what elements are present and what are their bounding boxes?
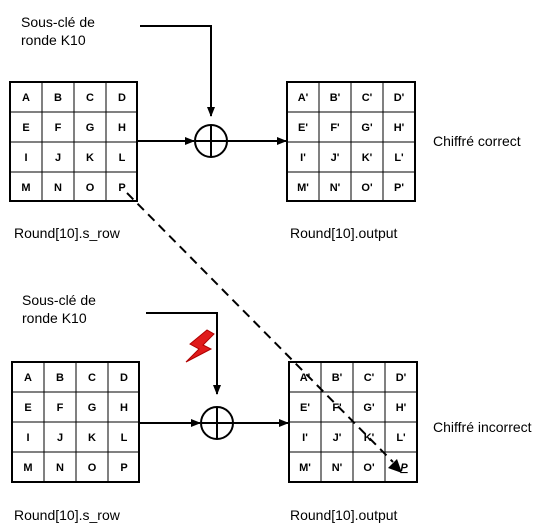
bottom-output-faulty-cell: P bbox=[400, 462, 408, 474]
top-output-cell: B' bbox=[330, 92, 341, 104]
bottom-output-cell: D' bbox=[396, 372, 407, 384]
bottom-output-cell: L' bbox=[396, 432, 406, 444]
top-key-label-line2: ronde K10 bbox=[21, 32, 86, 48]
top-output-grid: A' B' C' D' E' F' G' H' I' J' K' L' M' N… bbox=[286, 81, 416, 202]
top-output-cell: I' bbox=[300, 152, 306, 164]
top-output-cell: P' bbox=[394, 182, 404, 194]
top-key-arrow bbox=[140, 25, 215, 117]
bottom-input-cell: M bbox=[23, 462, 32, 474]
top-output-cell: J' bbox=[331, 152, 340, 164]
bottom-output-cell: A' bbox=[300, 372, 311, 384]
bottom-key-label-line2: ronde K10 bbox=[22, 310, 87, 326]
bottom-output-cell: H' bbox=[396, 402, 407, 414]
bottom-input-cell: O bbox=[88, 462, 97, 474]
top-output-cell: C' bbox=[362, 92, 373, 104]
bottom-result-label: Chiffré incorrect bbox=[433, 419, 532, 435]
bottom-input-cell: P bbox=[120, 462, 127, 474]
top-output-cell: A' bbox=[298, 92, 309, 104]
bottom-output-cell: E' bbox=[300, 402, 310, 414]
bottom-output-caption: Round[10].output bbox=[290, 507, 398, 523]
bottom-input-cell: N bbox=[56, 462, 64, 474]
top-input-cell: F bbox=[55, 122, 62, 134]
top-xor-icon bbox=[194, 124, 228, 158]
top-output-cell: O' bbox=[361, 182, 373, 194]
bottom-input-cell: I bbox=[26, 432, 29, 444]
bottom-input-cell: E bbox=[24, 402, 31, 414]
bottom-xor-icon bbox=[200, 406, 234, 440]
fault-propagation-arrowhead bbox=[388, 459, 402, 473]
top-input-cell: O bbox=[86, 182, 95, 194]
top-input-cell: A bbox=[22, 92, 30, 104]
top-output-cell: N' bbox=[330, 182, 341, 194]
top-output-cell: F' bbox=[330, 122, 340, 134]
bottom-output-cell: O' bbox=[363, 462, 375, 474]
top-input-cell: B bbox=[54, 92, 62, 104]
bottom-input-cell: L bbox=[121, 432, 128, 444]
bottom-output-cell: N' bbox=[332, 462, 343, 474]
bottom-key-label-line1: Sous-clé de bbox=[22, 292, 96, 308]
bottom-output-cell: C' bbox=[364, 372, 375, 384]
top-output-caption: Round[10].output bbox=[290, 225, 398, 241]
bottom-input-cell: D bbox=[120, 372, 128, 384]
bottom-input-cell: H bbox=[120, 402, 128, 414]
top-output-cell: M' bbox=[297, 182, 309, 194]
top-output-cell: K' bbox=[362, 152, 373, 164]
top-input-cell: K bbox=[86, 152, 94, 164]
bottom-input-cell: K bbox=[88, 432, 96, 444]
top-input-cell: J bbox=[55, 152, 61, 164]
bottom-input-cell: F bbox=[57, 402, 64, 414]
bottom-key-arrow bbox=[146, 312, 221, 395]
top-input-cell: E bbox=[22, 122, 29, 134]
top-input-cell: P bbox=[118, 182, 125, 194]
top-input-cell: D bbox=[118, 92, 126, 104]
bottom-output-cell: M' bbox=[299, 462, 311, 474]
bottom-output-cell: B' bbox=[332, 372, 343, 384]
top-input-cell: N bbox=[54, 182, 62, 194]
top-input-cell: C bbox=[86, 92, 94, 104]
top-input-cell: H bbox=[118, 122, 126, 134]
top-result-label: Chiffré correct bbox=[433, 133, 521, 149]
top-input-cell: G bbox=[86, 122, 95, 134]
bottom-output-cell: F' bbox=[332, 402, 342, 414]
fault-propagation-line bbox=[126, 192, 394, 463]
bottom-input-cell: B bbox=[56, 372, 64, 384]
bottom-output-cell: I' bbox=[302, 432, 308, 444]
bottom-output-cell: G' bbox=[363, 402, 375, 414]
bottom-input-cell: A bbox=[24, 372, 32, 384]
top-input-cell: I bbox=[24, 152, 27, 164]
lightning-bolt-icon bbox=[185, 329, 215, 363]
bottom-input-grid: A B C D E F G H I J K L M N O P bbox=[11, 361, 140, 483]
top-output-cell: D' bbox=[394, 92, 405, 104]
top-input-caption: Round[10].s_row bbox=[14, 225, 121, 241]
top-output-cell: G' bbox=[361, 122, 373, 134]
bottom-input-cell: J bbox=[57, 432, 63, 444]
top-input-grid: A B C D E F G H I J K L M N O P bbox=[9, 81, 138, 202]
bottom-input-caption: Round[10].s_row bbox=[14, 507, 121, 523]
bottom-output-cell: J' bbox=[333, 432, 342, 444]
top-input-cell: L bbox=[119, 152, 126, 164]
top-output-cell: H' bbox=[394, 122, 405, 134]
top-output-cell: L' bbox=[394, 152, 404, 164]
bottom-input-cell: G bbox=[88, 402, 97, 414]
top-key-label-line1: Sous-clé de bbox=[21, 14, 95, 30]
top-input-cell: M bbox=[21, 182, 30, 194]
top-output-cell: E' bbox=[298, 122, 308, 134]
bottom-output-cell: K' bbox=[364, 432, 375, 444]
bottom-input-cell: C bbox=[88, 372, 96, 384]
